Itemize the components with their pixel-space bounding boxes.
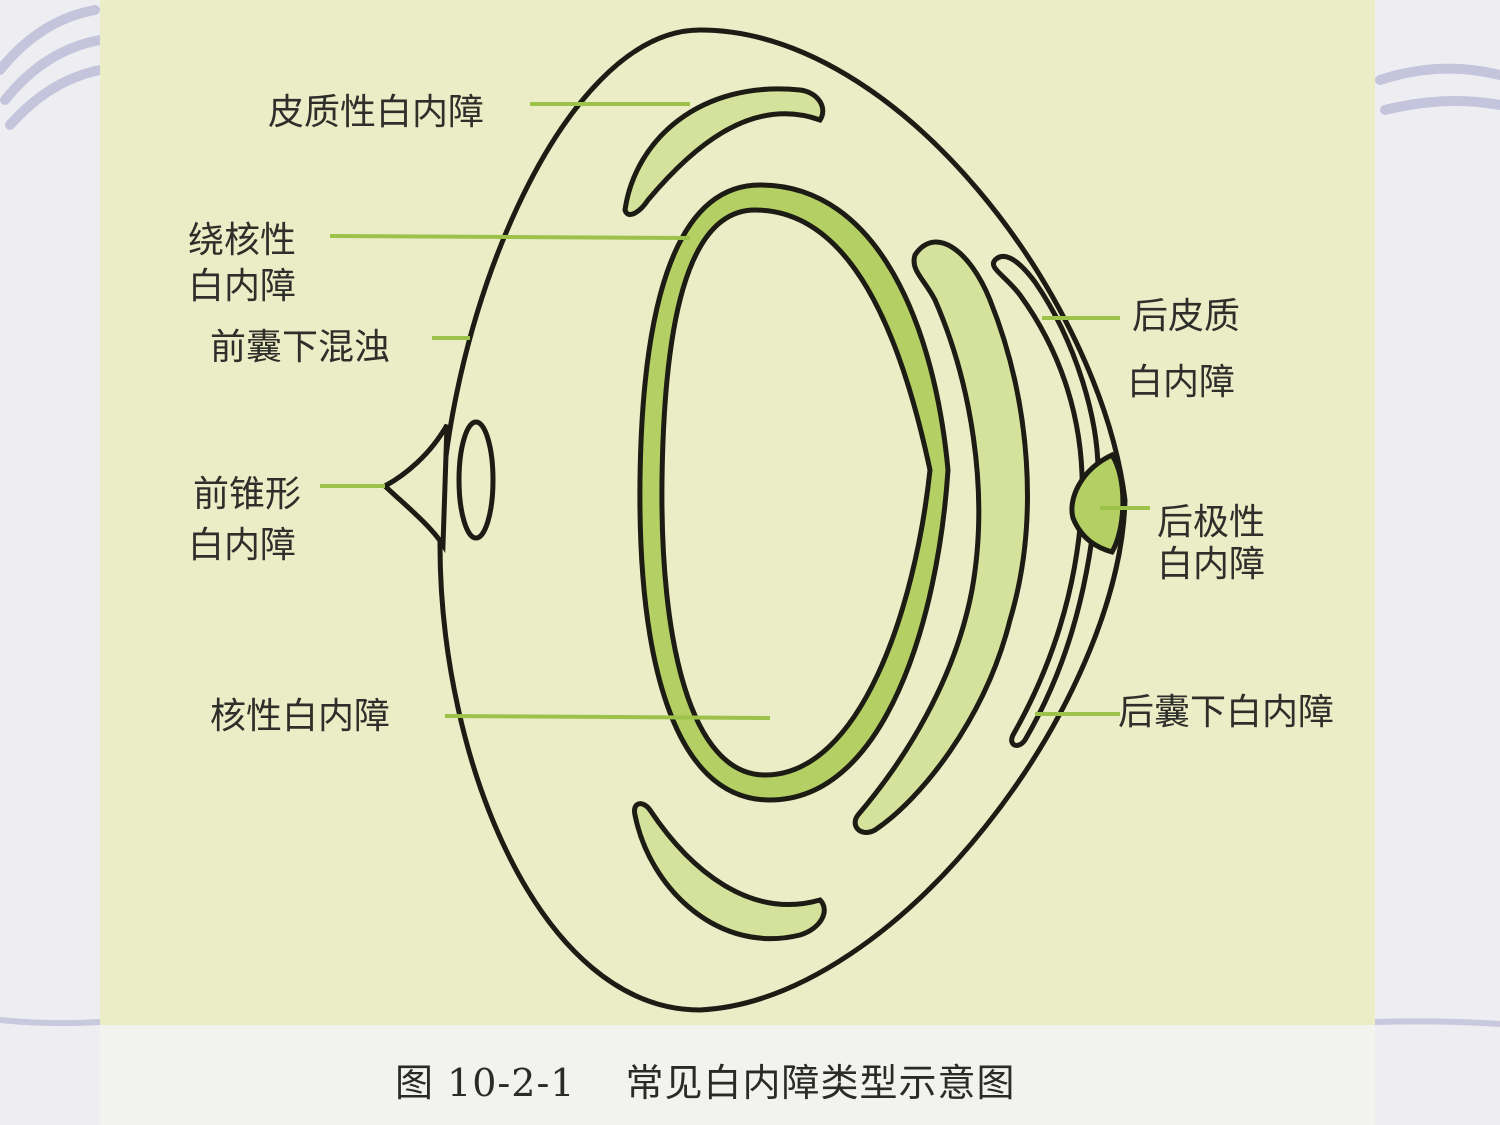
leader-line-nuclear	[444, 714, 771, 720]
posterior-polar-cataract	[1069, 451, 1126, 555]
decorative-swirl-top-left	[0, 5, 105, 130]
anterior-subcapsular-opacity	[456, 419, 496, 541]
figure-number: 图 10-2-1	[395, 1061, 576, 1105]
label-posterior-polar-line2: 白内障	[1157, 544, 1266, 585]
label-cortical-cataract: 皮质性白内障	[268, 92, 485, 133]
label-posterior-cortical-line2: 白内障	[1127, 362, 1236, 403]
label-zonular-line1: 绕核性	[188, 220, 297, 261]
label-anterior-pyramidal-line1: 前锥形	[193, 474, 302, 515]
label-posterior-cortical-line1: 后皮质	[1132, 296, 1241, 337]
anterior-pyramidal-cataract	[380, 423, 450, 554]
decorative-swirl-top-right	[1375, 63, 1500, 115]
label-posterior-polar-line1: 后极性	[1157, 502, 1266, 543]
nucleus	[659, 207, 933, 778]
label-anterior-subcapsular: 前囊下混浊	[210, 327, 391, 368]
figure-caption: 图 10-2-1 常见白内障类型示意图	[395, 1052, 1015, 1107]
leader-line-zonular	[329, 234, 691, 240]
label-nuclear-cataract: 核性白内障	[210, 696, 391, 737]
leader-lines	[320, 102, 1150, 720]
label-posterior-subcapsular: 后囊下白内障	[1118, 692, 1335, 733]
label-anterior-pyramidal-line2: 白内障	[188, 525, 297, 566]
label-zonular-line2: 白内障	[188, 266, 297, 307]
cortical-crescent-top	[622, 86, 826, 217]
posterior-subcapsular-crescent	[990, 253, 1101, 748]
figure-title: 常见白内障类型示意图	[625, 1061, 1016, 1105]
cortical-crescent-bottom	[632, 801, 827, 942]
decorative-line-bottom	[0, 1017, 1500, 1027]
caption-strip	[100, 1025, 1375, 1125]
posterior-cortical-crescent	[852, 239, 1030, 835]
